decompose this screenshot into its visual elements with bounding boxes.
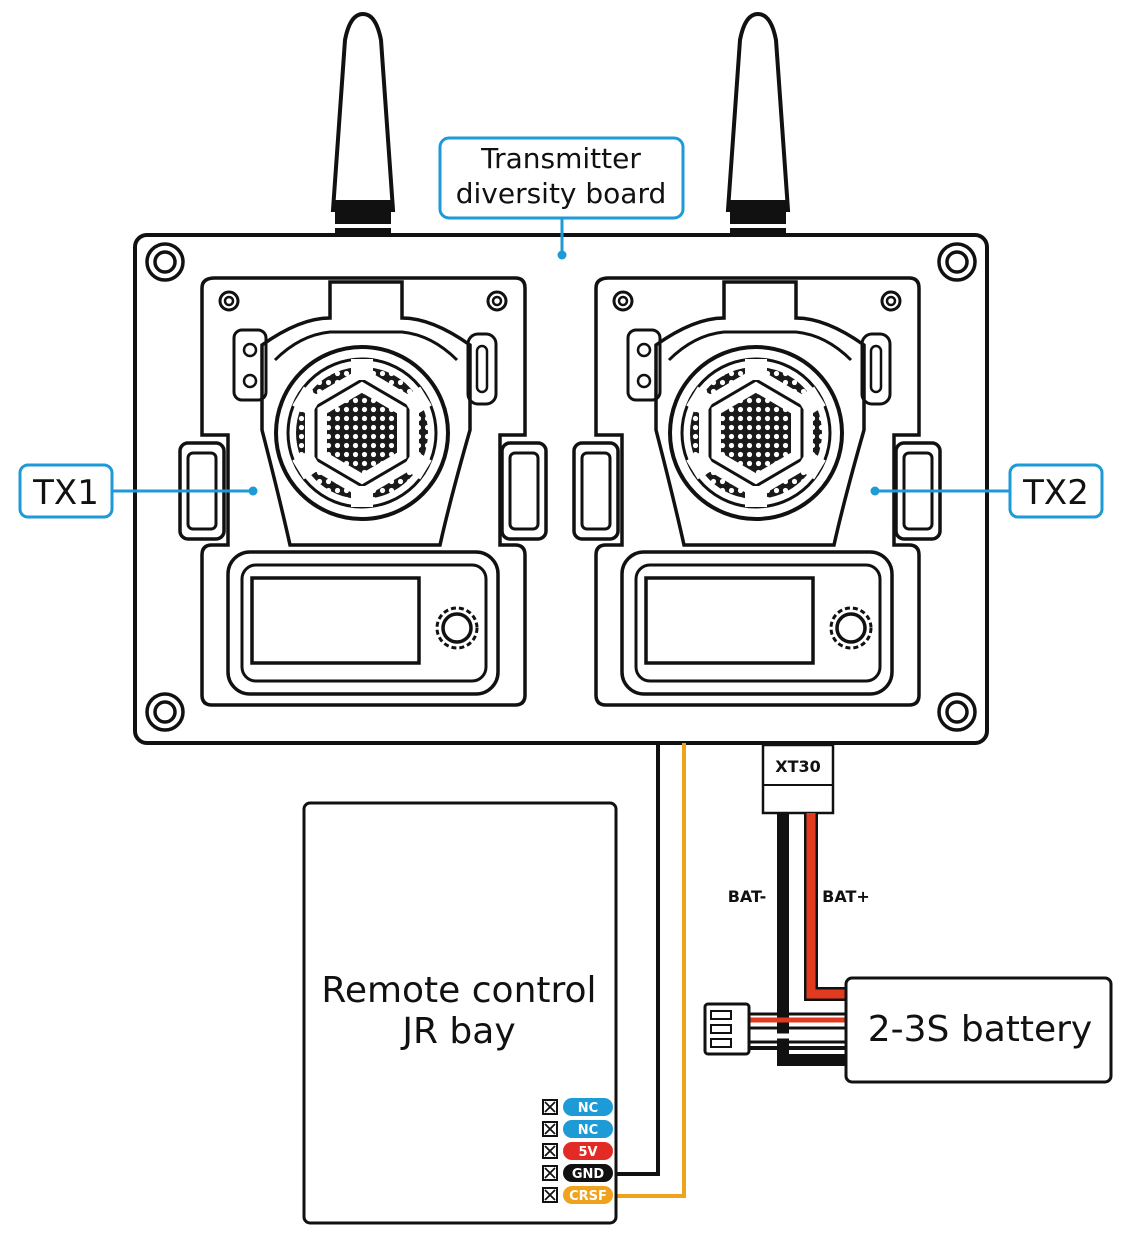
tx1-callout: TX1 [18,463,258,519]
pin-badge [563,1120,613,1138]
pin-label: NC [578,1101,598,1116]
jr-pin: GND [542,1164,613,1182]
bat-plus-label: BAT+ [822,887,870,906]
pin-label: 5V [578,1145,597,1160]
battery-label: 2-3S battery [868,1009,1093,1050]
pin-label: GND [572,1167,605,1182]
board-callout: Transmitter diversity board [438,136,685,260]
bat-plus-wire [806,813,848,999]
crsf-wire [612,743,686,1198]
jr-pin-list: NC NC 5V GND CRSF [542,1098,613,1204]
jr-pin: CRSF [542,1186,613,1204]
pin-badge [563,1142,613,1160]
balance-plug-icon [703,1002,848,1056]
battery-wiring: XT30 BAT- BAT+ 2-3S battery [703,743,1113,1084]
tx2-module [572,276,942,707]
screw-icon [145,242,977,732]
pin-badge [563,1164,613,1182]
fan-icon [274,345,450,521]
jr-pin: 5V [542,1142,613,1160]
tx2-callout: TX2 [870,463,1104,519]
pin-badge [563,1186,613,1204]
signal-wires [612,743,686,1198]
jr-bay: Remote control JR bay NC NC 5V GND CRSF [302,801,618,1225]
board-label-line1: Transmitter [480,142,641,175]
pin-label: NC [578,1123,598,1138]
xt30-label: XT30 [775,757,821,776]
bat-minus-wire [777,813,848,1066]
fan-icon [668,345,844,521]
xt30-connector [761,743,835,815]
jr-bay-label-line2: JR bay [400,1011,515,1052]
tx1-module [178,276,548,707]
jr-pin: NC [542,1120,613,1138]
bat-minus-label: BAT- [728,887,767,906]
pin-label: CRSF [569,1189,607,1204]
gnd-wire [612,743,660,1176]
board-label-line2: diversity board [456,177,667,210]
pin-badge [563,1098,613,1116]
tx1-label: TX1 [32,473,99,513]
jr-bay-label-line1: Remote control [321,970,596,1011]
tx2-label: TX2 [1022,473,1089,513]
jr-pin: NC [542,1098,613,1116]
battery [844,976,1113,1084]
